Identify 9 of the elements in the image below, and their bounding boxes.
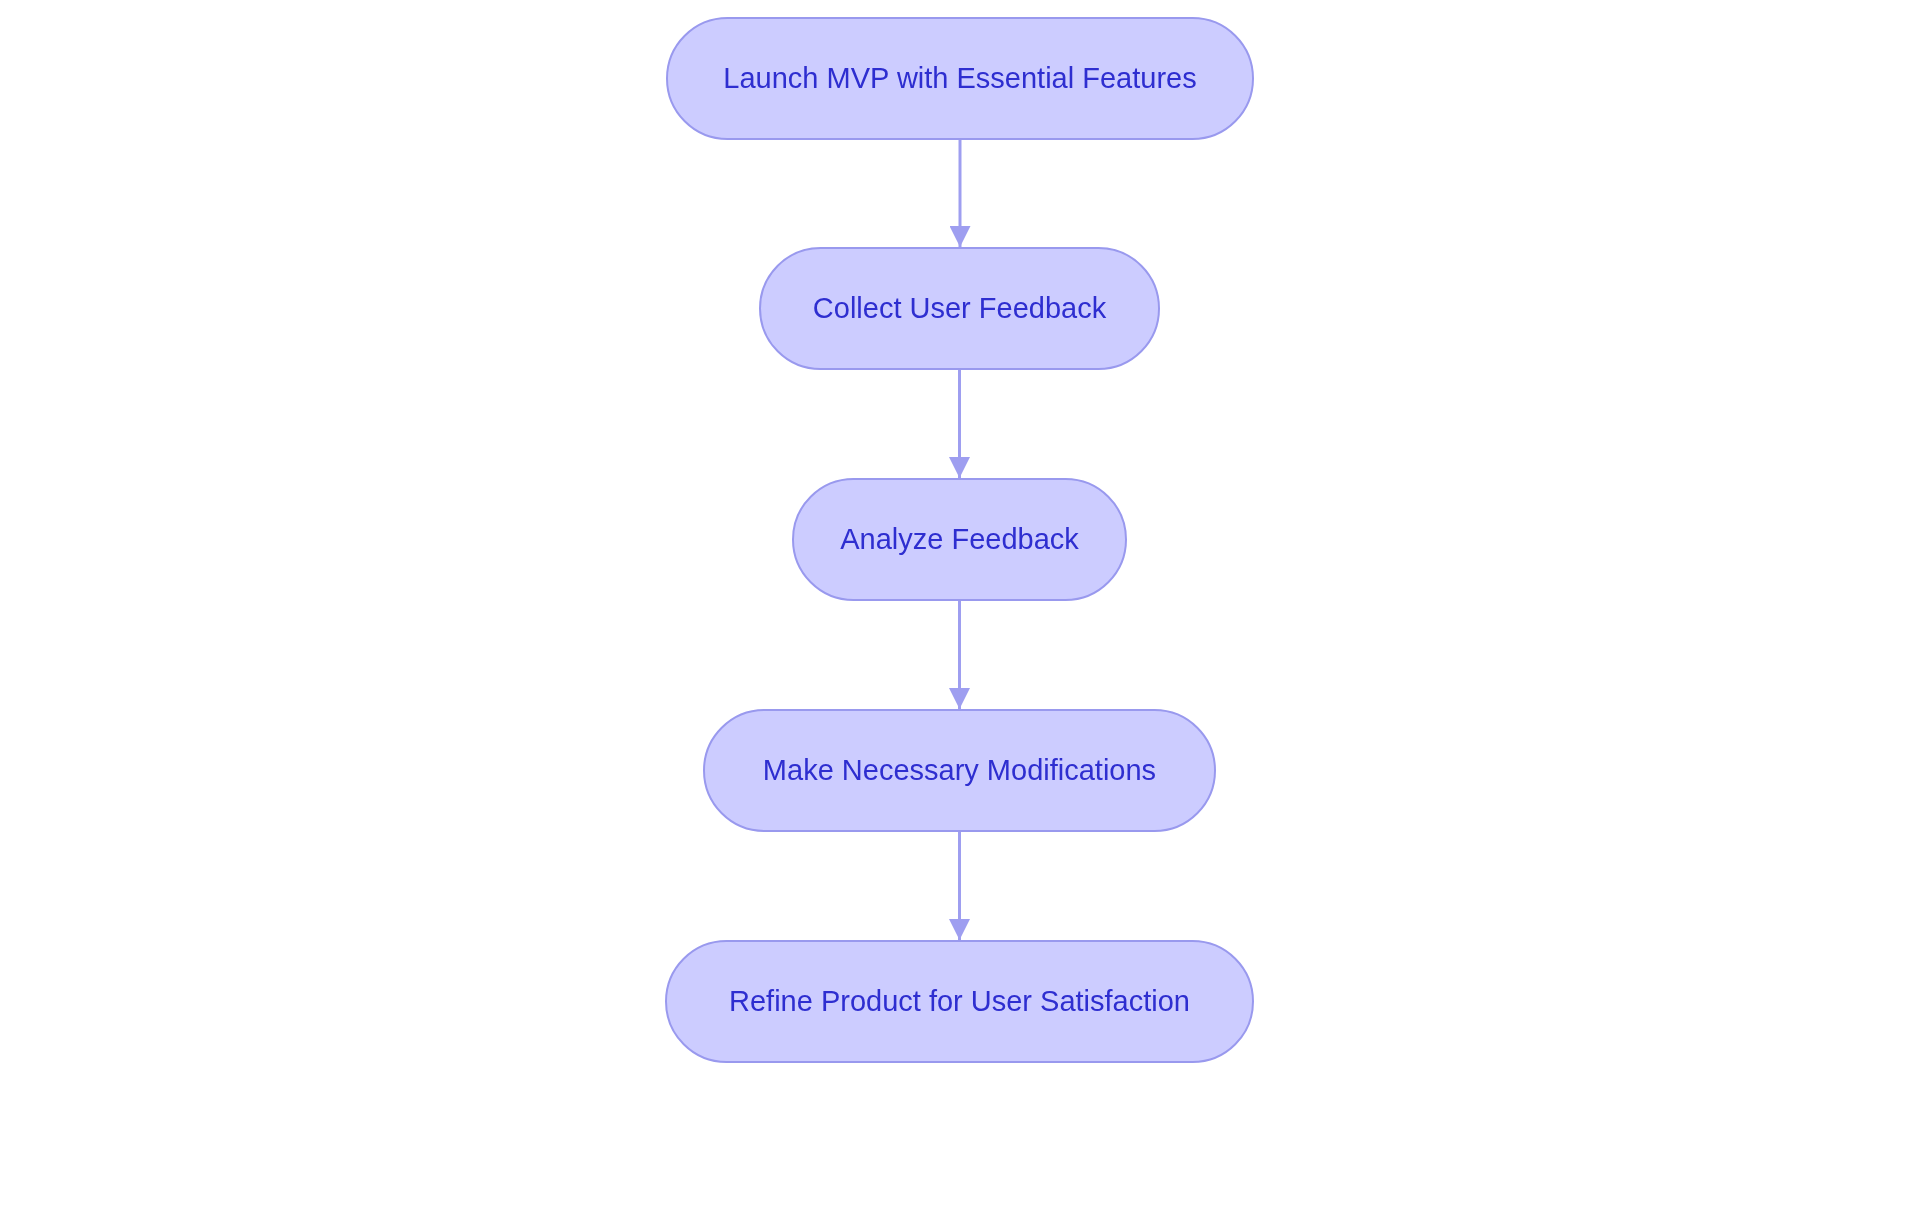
step-label: Analyze Feedback: [840, 523, 1079, 556]
step-label: Collect User Feedback: [812, 292, 1107, 325]
arrow: [949, 370, 970, 478]
arrow: [949, 601, 970, 709]
step-label: Make Necessary Modifications: [762, 754, 1157, 787]
arrow: [949, 832, 970, 940]
step-label: Refine Product for User Satisfaction: [729, 985, 1190, 1018]
step-label: Launch MVP with Essential Features: [723, 62, 1197, 95]
arrow: [949, 140, 971, 247]
